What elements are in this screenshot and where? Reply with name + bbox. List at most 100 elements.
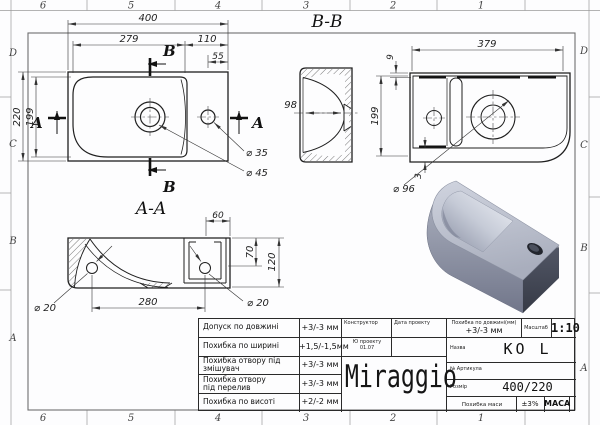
- row-label: C: [9, 139, 17, 150]
- dim-length: 400: [138, 13, 157, 24]
- bottom-dim-lines: [376, 46, 564, 186]
- row-ticks: [0, 96, 600, 294]
- length-tolerance-value: +3/-3 мм: [465, 326, 503, 335]
- row-label: D: [8, 48, 17, 59]
- column-ticks-top: [86, 0, 526, 11]
- row-label: D: [579, 46, 588, 57]
- name-value: KO L: [503, 340, 552, 358]
- centerlines: [131, 98, 219, 136]
- constructor-note: Ю проекту 01.07: [352, 339, 382, 351]
- tolerance-value: +2/-2 мм: [301, 397, 339, 406]
- plan-view: B B A A 400 279: [12, 13, 268, 196]
- bb-hatch-top: [301, 69, 351, 81]
- mass-label: МАСА: [544, 399, 571, 408]
- mass-tolerance-label: Похибка маси: [461, 402, 503, 408]
- size-label: Розмір: [450, 384, 468, 390]
- size-value: 400/220: [502, 380, 553, 394]
- tolerance-label: Похибка по ширині: [203, 341, 279, 350]
- bb-hatch-right: [345, 77, 351, 153]
- row-label: A: [579, 363, 587, 374]
- tolerance-value: +3/-3 мм: [301, 379, 339, 388]
- tolerance-value: +3/-3 мм: [301, 360, 339, 369]
- bb-outline: [299, 67, 353, 163]
- dim-overflow-width: 60: [212, 211, 224, 221]
- section-bb-title: B-B: [310, 12, 342, 32]
- tolerance-label: Похибка по висоті: [203, 397, 276, 406]
- row-label: A: [8, 333, 16, 344]
- dim-length: 379: [477, 39, 496, 50]
- aa-outline: [67, 237, 231, 289]
- bb-drain-detail: [343, 103, 352, 132]
- tolerance-value: +1,5/-1,5мм: [299, 342, 349, 351]
- col-label: 1: [478, 1, 484, 12]
- dim-faucet-offset: 55: [212, 52, 224, 62]
- render-bowl-shadow: [442, 209, 461, 238]
- scale-label: Масштаб: [524, 325, 548, 331]
- plan-basin-wall: [180, 79, 186, 155]
- row-label: B: [579, 243, 587, 254]
- bottom-inner-wall: [412, 75, 568, 149]
- label-drain-hole: ⌀ 45: [246, 168, 268, 179]
- dim-right-part: 110: [197, 34, 216, 45]
- bottom-outline: [409, 72, 571, 163]
- section-bb-view: B-B 98: [284, 12, 358, 163]
- aa-hatch-drain: [140, 283, 172, 288]
- bottom-divider-capsule: [449, 77, 463, 147]
- label-faucet-hole: ⌀ 35: [246, 148, 268, 159]
- aa-dim-lines: [53, 217, 284, 312]
- col-label: 3: [303, 1, 309, 12]
- article-label: № Артикула: [450, 366, 482, 372]
- brand-logo: Miraggio: [344, 359, 457, 395]
- col-label: 2: [389, 413, 396, 424]
- aa-hole-right: [199, 262, 211, 274]
- render-basin-bowl: [441, 190, 514, 253]
- dim-basin-width: 199: [25, 107, 36, 126]
- section-aa-title: A-A: [134, 199, 166, 219]
- aa-hatch-left: [69, 239, 90, 287]
- section-aa-view: A-A: [34, 199, 284, 314]
- bb-bowl-curve: [302, 77, 345, 153]
- constructor-label: Конструктор: [344, 320, 378, 326]
- tolerance-value: +3/-3 мм: [301, 323, 339, 332]
- dim-overflow-depth: 70: [245, 246, 256, 259]
- bottom-centerlines: [423, 90, 520, 144]
- col-label: 6: [40, 413, 47, 424]
- dim-wall: 3: [414, 173, 424, 179]
- col-label: 5: [128, 413, 134, 424]
- length-tolerance-label: Похибка по довжині(мм): [451, 320, 517, 326]
- col-label: 2: [389, 1, 396, 12]
- bottom-view: 379 9 199 3 ⌀ 96: [370, 39, 571, 195]
- render-faucet-hole-inner: [528, 244, 540, 252]
- label-hole-right: ⌀ 20: [247, 298, 269, 309]
- bottom-rim-marks: [419, 76, 556, 148]
- label-drain-recess: ⌀ 96: [393, 184, 415, 195]
- name-label: Назва: [450, 345, 466, 351]
- col-label: 4: [214, 1, 221, 12]
- dim-inner-width: 98: [284, 100, 297, 111]
- dim-height: 120: [267, 252, 278, 271]
- col-label: 3: [303, 413, 309, 424]
- dim-basin-length: 279: [119, 34, 138, 45]
- plan-basin: [72, 76, 188, 158]
- aa-hole-left: [86, 262, 98, 274]
- render-right-face: [523, 245, 559, 313]
- tolerance-label: Похибка отвору під перелив: [203, 375, 266, 393]
- dim-rim: 9: [386, 54, 396, 60]
- mass-tolerance-value: ±3%: [521, 400, 539, 408]
- scale-value: 1:10: [551, 321, 580, 335]
- title-block: Допуск по довжині +3/-3 мм Похибка по ши…: [198, 318, 580, 412]
- section-b-marks: B B: [148, 42, 176, 196]
- date-label: Дата проекту: [394, 320, 431, 326]
- row-label: C: [580, 140, 588, 151]
- label-hole-left: ⌀ 20: [34, 303, 56, 314]
- tolerance-label: Похибка отвору під змішувач: [203, 356, 281, 374]
- tolerance-label: Допуск по довжині: [203, 322, 279, 331]
- aa-basin-floor: [89, 238, 171, 284]
- plan-outline: [67, 71, 229, 162]
- frame-labels: 6 5 4 3 2 1 6 5 4 3 2 1 D C B A D C B A: [8, 1, 588, 425]
- dim-hole-spacing: 280: [138, 297, 157, 308]
- col-label: 4: [214, 413, 221, 424]
